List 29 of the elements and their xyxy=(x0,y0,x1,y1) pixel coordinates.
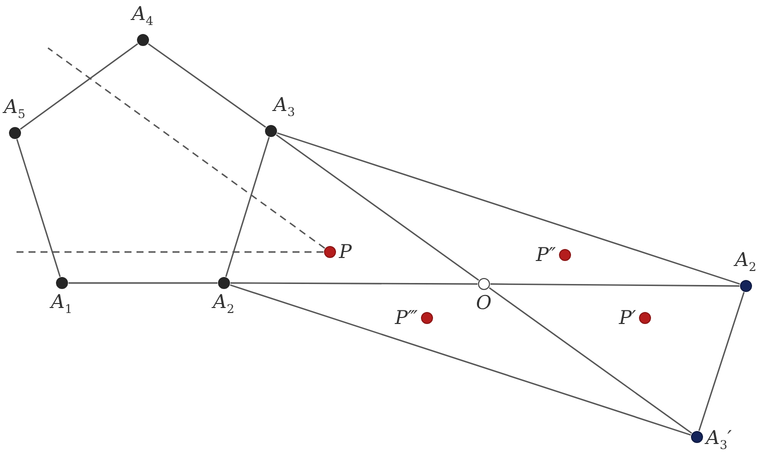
point-label: P″ xyxy=(536,245,556,265)
line-segment xyxy=(276,134,480,281)
point-label: P xyxy=(339,242,352,262)
line-segment xyxy=(68,282,218,284)
dashed-line xyxy=(48,47,326,249)
line-segment xyxy=(16,139,61,277)
point-label: A$_{2}$ xyxy=(213,292,234,318)
line-segment xyxy=(20,43,138,130)
line-segment xyxy=(276,132,740,285)
point-label: P‴ xyxy=(395,308,418,328)
line-segment xyxy=(698,292,745,432)
line-segment xyxy=(148,43,266,128)
line-segment xyxy=(488,287,692,434)
line-segment xyxy=(225,137,270,277)
point-label: A$_{3}$′ xyxy=(706,428,732,454)
point-label: P′ xyxy=(619,308,636,328)
labelled-point xyxy=(735,250,756,292)
labelled-point xyxy=(4,97,26,139)
line-segment xyxy=(230,284,692,436)
line-segment xyxy=(490,283,740,287)
point-label: A$_{1}$ xyxy=(51,292,72,318)
point-label: O xyxy=(476,293,492,313)
point-label: A$_{2}$ xyxy=(735,250,756,276)
labelled-point xyxy=(132,4,154,46)
point-label: A$_{3}$ xyxy=(274,95,295,121)
point-label: A$_{4}$ xyxy=(132,4,154,30)
point-label: A$_{5}$ xyxy=(4,97,26,123)
dashed-line xyxy=(15,251,324,253)
line-segment xyxy=(230,282,478,285)
